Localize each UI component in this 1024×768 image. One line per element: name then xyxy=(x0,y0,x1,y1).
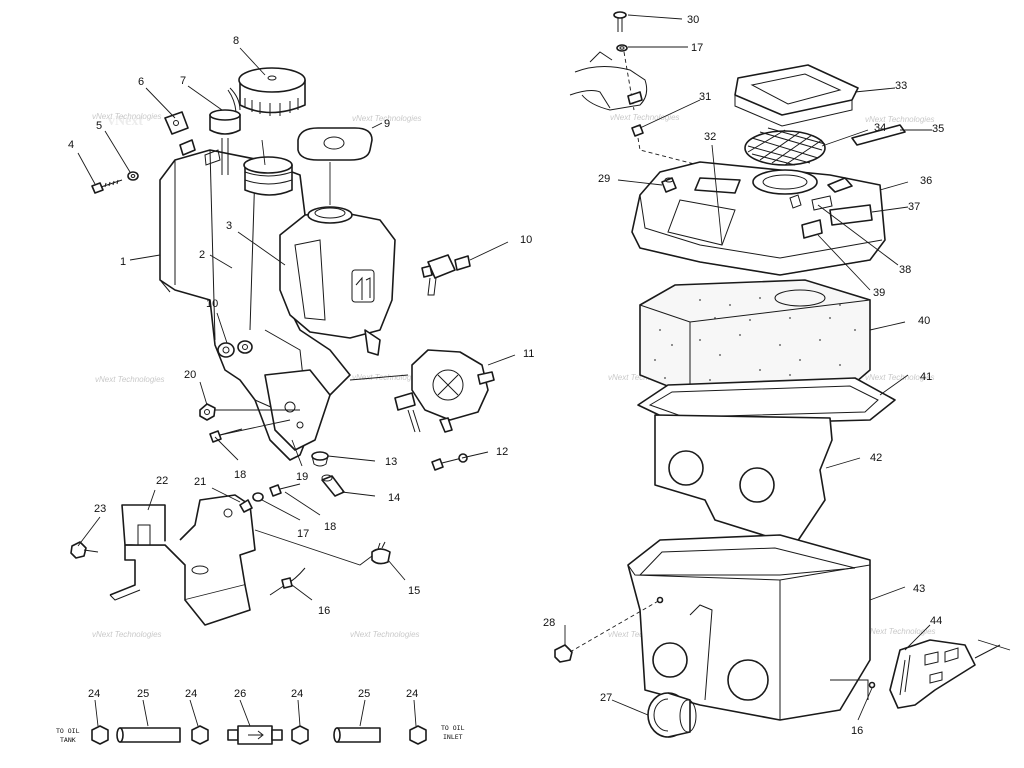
callout-9: 9 xyxy=(384,118,390,130)
callout-24-a: 24 xyxy=(88,688,100,700)
hose-label-inlet: INLET xyxy=(443,733,463,741)
callout-42: 42 xyxy=(870,452,882,464)
watermark-text: vNext Technologies xyxy=(866,627,936,636)
callout-14: 14 xyxy=(388,492,400,504)
callout-41: 41 xyxy=(920,371,932,383)
callout-3: 3 xyxy=(226,220,232,232)
mounting-bracket xyxy=(70,494,256,626)
callout-34: 34 xyxy=(874,122,886,134)
callout-37: 37 xyxy=(908,201,920,213)
airbox-bracket xyxy=(868,639,1001,709)
watermark-text: vNext Technologies xyxy=(352,373,422,382)
callout-30: 30 xyxy=(687,14,699,26)
callout-8: 8 xyxy=(233,35,239,47)
tank-grommets xyxy=(217,340,253,358)
small-bracket xyxy=(164,111,196,156)
tank-filler-neck xyxy=(243,156,293,196)
callout-31: 31 xyxy=(699,91,711,103)
hose-clamp xyxy=(371,541,391,565)
callout-17-left: 17 xyxy=(297,528,309,540)
leader-lines-right xyxy=(564,14,1011,721)
callout-18-center: 18 xyxy=(324,521,336,533)
inlet-boot xyxy=(647,692,697,738)
callout-35: 35 xyxy=(932,123,944,135)
callout-11: 11 xyxy=(523,348,534,360)
callout-19: 19 xyxy=(296,471,308,483)
callout-13: 13 xyxy=(385,456,397,468)
callout-25-a: 25 xyxy=(137,688,149,700)
top-screw-washer xyxy=(613,11,711,169)
cable-tie xyxy=(269,567,306,596)
callout-6: 6 xyxy=(138,76,144,88)
watermark-text: vNext Technologies xyxy=(610,113,680,122)
reservoir xyxy=(279,206,396,356)
tank-cap xyxy=(238,67,306,116)
screw-and-washer xyxy=(91,171,139,194)
shutoff-valve xyxy=(421,254,471,296)
callout-43: 43 xyxy=(913,583,925,595)
fitting-parts xyxy=(199,403,468,502)
callout-28: 28 xyxy=(543,617,555,629)
callout-40: 40 xyxy=(918,315,930,327)
callout-17-right: 17 xyxy=(691,42,703,54)
airbox-base xyxy=(627,534,871,721)
callout-27: 27 xyxy=(600,692,612,704)
callout-24-c: 24 xyxy=(291,688,303,700)
callout-24-b: 24 xyxy=(185,688,197,700)
watermark-text: vNext Technologies xyxy=(352,114,422,123)
callout-21: 21 xyxy=(194,476,206,488)
callout-32: 32 xyxy=(704,131,716,143)
callout-36: 36 xyxy=(920,175,932,187)
callout-10-valve: 10 xyxy=(520,234,532,246)
watermark-text: vNext Technologies xyxy=(92,112,162,121)
callout-16-left: 16 xyxy=(318,605,330,617)
oil-pump xyxy=(394,349,495,433)
hose-label-to-oil: TO OIL xyxy=(56,727,80,735)
callout-10-grommet: 10 xyxy=(206,298,218,310)
hose-row: TO OIL TANK TO OIL INLET xyxy=(56,699,465,745)
duct-hose xyxy=(569,51,648,111)
watermark-text: vNext Technologies xyxy=(608,373,678,382)
leader-lines-left xyxy=(77,47,516,601)
hose-label-tank: TANK xyxy=(60,736,76,744)
cap-gasket xyxy=(297,127,373,161)
callout-7: 7 xyxy=(180,75,186,87)
callout-38: 38 xyxy=(899,264,911,276)
airbox-cover xyxy=(631,161,886,276)
callout-12: 12 xyxy=(496,446,508,458)
callout-18-left: 18 xyxy=(234,469,246,481)
watermark-text: vNext Technologies xyxy=(865,115,935,124)
screen-filter xyxy=(744,127,826,166)
callout-5: 5 xyxy=(96,120,102,132)
callout-2: 2 xyxy=(199,249,205,261)
cover-gasket xyxy=(734,64,859,127)
callout-16-right: 16 xyxy=(851,725,863,737)
callout-15: 15 xyxy=(408,585,420,597)
watermark-text: vNext Technologies xyxy=(350,630,420,639)
callout-44: 44 xyxy=(930,615,942,627)
callout-1: 1 xyxy=(120,256,126,268)
callout-25-b: 25 xyxy=(358,688,370,700)
baffle-plate xyxy=(654,414,833,546)
watermark-text: vNext Technologies xyxy=(95,375,165,384)
callout-23: 23 xyxy=(94,503,106,515)
callout-24-d: 24 xyxy=(406,688,418,700)
callout-20: 20 xyxy=(184,369,196,381)
callout-26: 26 xyxy=(234,688,246,700)
watermark-text: vNext Technologies xyxy=(865,373,935,382)
hose-label-to-oil-inlet: TO OIL xyxy=(441,724,465,732)
callout-4: 4 xyxy=(68,139,74,151)
callout-29: 29 xyxy=(598,173,610,185)
rubber-strip xyxy=(851,124,906,146)
callout-33: 33 xyxy=(895,80,907,92)
callouts: 1 2 3 4 5 6 7 8 9 10 10 11 12 13 14 15 1… xyxy=(68,14,944,737)
level-sensor xyxy=(204,87,241,175)
svg-text:vNext: vNext xyxy=(108,114,143,129)
watermark-text: vNext Technologies xyxy=(92,630,162,639)
callout-22: 22 xyxy=(156,475,168,487)
foam-filter xyxy=(639,279,871,401)
callout-39: 39 xyxy=(873,287,885,299)
